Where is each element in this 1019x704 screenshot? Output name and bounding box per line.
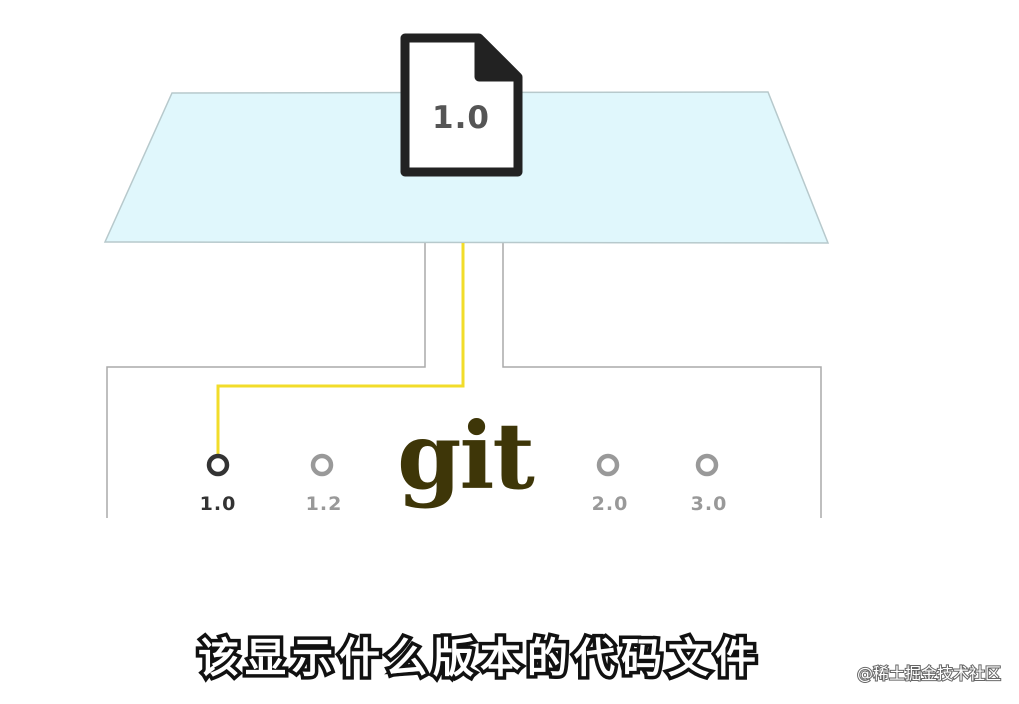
git-logo: git [397, 402, 535, 510]
file-version-label: 1.0 [432, 100, 490, 136]
version-node-circle [310, 453, 334, 477]
checkout-link-line [216, 243, 465, 456]
version-node-circle [206, 453, 230, 477]
subtitle-caption: 该显示什么版本的代码文件 [195, 631, 762, 686]
version-node-circle [695, 453, 719, 477]
version-node-2-0[interactable]: 2.0 [592, 453, 629, 515]
version-node-1-2[interactable]: 1.2 [306, 453, 343, 515]
version-node-circle [596, 453, 620, 477]
watermark: @稀土掘金技术社区 [856, 663, 1002, 684]
repository-outline [106, 243, 822, 518]
version-label: 1.0 [200, 493, 237, 515]
version-label: 3.0 [691, 493, 728, 515]
version-label: 2.0 [592, 493, 629, 515]
version-node-3-0[interactable]: 3.0 [691, 453, 728, 515]
file-document-icon [400, 33, 523, 177]
version-label: 1.2 [306, 493, 343, 515]
version-node-1-0[interactable]: 1.0 [200, 453, 237, 515]
